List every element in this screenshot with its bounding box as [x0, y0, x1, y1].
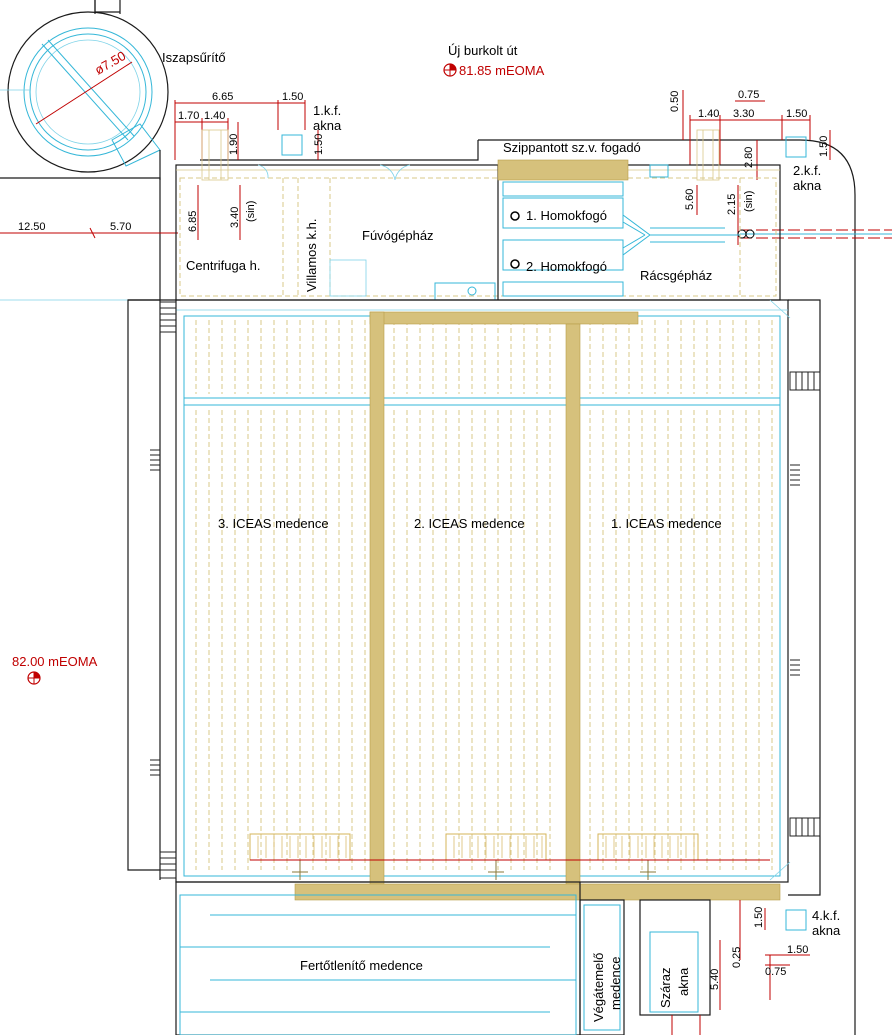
dim-sin-2: (sin): [743, 191, 755, 212]
dim-3-30: 3.30: [733, 108, 754, 120]
dim-0-25: 0.25: [731, 947, 743, 968]
shaft-4-label-b: akna: [812, 923, 841, 938]
dim-0-75-b: 0.75: [765, 966, 786, 978]
left-stair-tower: [127, 299, 160, 871]
dim-sin-1: (sin): [245, 201, 257, 222]
shaft-1: [281, 134, 303, 156]
dim-1-40-a: 1.40: [204, 110, 225, 122]
shaft-1-label-a: 1.k.f.: [313, 103, 341, 118]
shaft-2-label-a: 2.k.f.: [793, 163, 821, 178]
final-pump-basin: [579, 899, 625, 1035]
dry-shaft-label-b: akna: [676, 967, 691, 996]
screen-room-label: Rácsgépház: [640, 268, 712, 283]
dim-2-15: 2.15: [726, 194, 738, 215]
dim-5-70: 5.70: [110, 221, 131, 233]
septage-label: Szippantott sz.v. fogadó: [503, 140, 641, 155]
decanter-equipment: [249, 833, 699, 880]
dim-chain-top-right: [682, 90, 831, 245]
iceas-basins-outline: [175, 299, 789, 883]
elevation-left-value: 82.00 mEOMA: [12, 654, 98, 669]
dim-1-70: 1.70: [178, 110, 199, 122]
dry-shaft-label-a: Száraz: [658, 968, 673, 1008]
right-stair-tower: [788, 299, 821, 896]
iceas-basin-3-label: 3. ICEAS medence: [218, 516, 329, 531]
dim-5-40: 5.40: [709, 969, 721, 990]
dim-1-50-b: 1.50: [313, 134, 325, 155]
elevation-marker-left: [27, 671, 41, 685]
corridor-bottom: [294, 883, 781, 901]
shaft-4-label-a: 4.k.f.: [812, 908, 840, 923]
shaft-2: [785, 136, 807, 158]
elevation-marker-top: [443, 63, 457, 77]
shaft-4: [785, 909, 807, 931]
blower-room-label: Fúvógépház: [362, 228, 434, 243]
thickener-diameter: ø7.50: [92, 48, 128, 78]
corridor-top: [369, 311, 639, 325]
dim-6-85: 6.85: [187, 211, 199, 232]
elevation-top-value: 81.85 mEOMA: [459, 63, 545, 78]
dim-12-50: 12.50: [18, 221, 46, 233]
dim-1-50-e: 1.50: [753, 907, 765, 928]
thickener: [7, 0, 169, 180]
dry-shaft: [639, 899, 711, 1016]
dim-1-50-f: 1.50: [787, 944, 808, 956]
septage-receiver: [497, 159, 629, 181]
dim-1-50-c: 1.50: [786, 108, 807, 120]
final-pump-label-b: medence: [608, 957, 623, 1010]
dim-0-50: 0.50: [669, 91, 681, 112]
grit-chambers: [434, 181, 740, 301]
dim-1-50-a: 1.50: [282, 91, 303, 103]
doors-top: [257, 164, 411, 181]
thickener-label: Iszapsűrítő: [162, 50, 226, 65]
disinfection-basin-label: Fertőtlenítő medence: [300, 958, 423, 973]
corridor-divider-1: [369, 311, 385, 889]
diffuser-grid: [195, 320, 773, 870]
centrifuge-room-label: Centrifuga h.: [186, 258, 260, 273]
shaft-2-label-b: akna: [793, 178, 822, 193]
dim-1-50-d: 1.50: [818, 136, 830, 157]
dim-5-60: 5.60: [684, 189, 696, 210]
electric-room-label: Villamos k.h.: [304, 219, 319, 292]
dim-0-75-a: 0.75: [738, 89, 759, 101]
inlet-pipes: [737, 229, 892, 239]
dim-6-65: 6.65: [212, 91, 233, 103]
dim-3-40: 3.40: [229, 207, 241, 228]
dim-1-90: 1.90: [228, 134, 240, 155]
dim-2-80: 2.80: [743, 147, 755, 168]
dim-1-40-b: 1.40: [698, 108, 719, 120]
iceas-basin-2-label: 2. ICEAS medence: [414, 516, 525, 531]
shaft-1-label-b: akna: [313, 118, 342, 133]
iceas-basin-1-label: 1. ICEAS medence: [611, 516, 722, 531]
new-road-label: Új burkolt út: [448, 43, 518, 58]
corridor-divider-2: [565, 323, 581, 889]
dim-chain-bottom-right: [719, 900, 810, 1010]
grit-chamber-2-label: 2. Homokfogó: [526, 259, 607, 274]
final-pump-label-a: Végátemelő: [591, 953, 606, 1022]
grit-chamber-1-label: 1. Homokfogó: [526, 208, 607, 223]
